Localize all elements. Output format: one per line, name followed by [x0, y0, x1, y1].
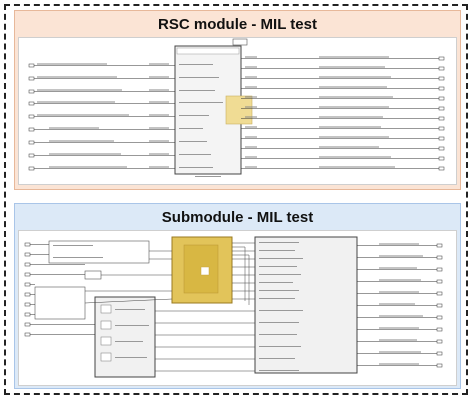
rsc-module-panel: RSC module - MIL test — [14, 10, 461, 190]
submodule-output-label-marks — [379, 243, 423, 365]
rsc-inputs — [28, 63, 175, 171]
submodule-model-canvas — [18, 230, 457, 386]
submodule-title: Submodule - MIL test — [161, 209, 314, 226]
submodule-inputs — [24, 242, 95, 337]
rsc-outputs — [241, 56, 445, 171]
rsc-module-title: RSC module - MIL test — [158, 16, 317, 33]
submodule-outputs — [357, 243, 443, 368]
submodule-panel: Submodule - MIL test — [14, 203, 461, 389]
figure-frame — [4, 4, 468, 395]
submodule-main-block — [254, 236, 358, 374]
rsc-output-label-marks — [245, 56, 395, 168]
submodule-wires — [84, 242, 255, 372]
submodule-model-diagram — [24, 236, 443, 378]
rsc-model-canvas — [18, 37, 457, 185]
rsc-model-diagram — [28, 38, 445, 177]
rsc-input-label-marks — [37, 63, 169, 168]
rsc-highlight-box — [225, 95, 253, 125]
